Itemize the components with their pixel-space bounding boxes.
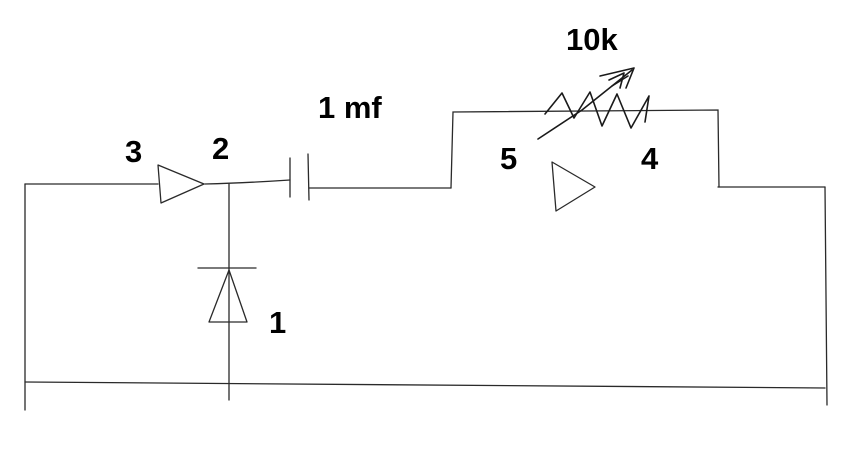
capacitor — [289, 153, 310, 201]
wire-right-side — [824, 186, 828, 406]
resistor-arrowhead — [599, 67, 635, 89]
node-label-5: 5 — [500, 141, 518, 176]
node-label-4: 4 — [641, 141, 659, 176]
wires — [24, 109, 828, 411]
resistor-arrow-scribble — [608, 72, 629, 89]
capacitor-plate-right — [307, 153, 310, 201]
buffer-left — [157, 164, 205, 204]
capacitor-value-label: 1 mf — [318, 90, 382, 125]
wire-feedback-loop — [450, 109, 720, 189]
wire-bottom — [24, 381, 826, 389]
variable-resistor — [537, 67, 650, 140]
diode-triangle — [208, 269, 248, 323]
buffer-right — [551, 161, 596, 212]
resistor-zigzag — [544, 91, 650, 129]
diode — [197, 267, 257, 323]
buffer-left-triangle — [157, 164, 205, 204]
buffer-right-triangle — [551, 161, 596, 212]
resistor-value-label: 10k — [566, 22, 618, 57]
node-label-3: 3 — [125, 134, 143, 169]
node-label-1: 1 — [269, 305, 287, 340]
node-label-2: 2 — [212, 131, 230, 166]
wire-top-to-capacitor — [204, 179, 291, 185]
